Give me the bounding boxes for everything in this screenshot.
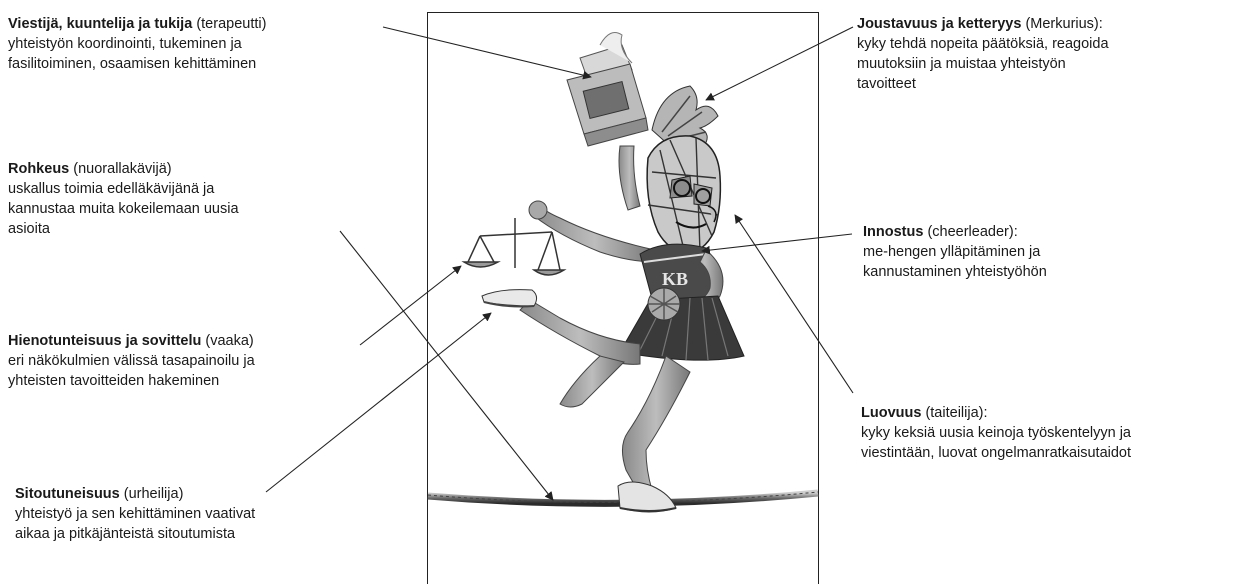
label-title: Hienotunteisuus ja sovittelu bbox=[8, 333, 202, 349]
label-role: (vaaka) bbox=[205, 333, 254, 349]
illustration-frame bbox=[427, 12, 819, 584]
label-line: yhteistyön koordinointi, tukeminen ja bbox=[8, 36, 242, 52]
label-line: me-hengen ylläpitäminen ja bbox=[863, 244, 1041, 260]
label-line: kannustaa muita kokeilemaan uusia bbox=[8, 201, 239, 217]
label-title: Sitoutuneisuus bbox=[15, 486, 120, 502]
connector-arrows bbox=[265, 26, 854, 501]
label-line: fasilitoiminen, osaamisen kehittäminen bbox=[8, 56, 257, 72]
bent-leg bbox=[559, 355, 625, 408]
label-line: kyky tehdä nopeita päätöksiä, reagoida bbox=[857, 36, 1109, 52]
label-role: (urheilija) bbox=[123, 486, 184, 502]
arrow-luovuus bbox=[734, 214, 854, 394]
label-line: yhteisten tavoitteiden hakeminen bbox=[8, 373, 220, 389]
sneaker-icon bbox=[617, 481, 677, 513]
label-line: yhteistyö ja sen kehittäminen vaativat bbox=[15, 506, 256, 522]
label-luovuus: Luovuus (taiteilija): kyky keksiä uusia … bbox=[861, 403, 1131, 463]
pompom-icon bbox=[647, 287, 681, 321]
label-line: kannustaminen yhteistyöhön bbox=[863, 264, 1047, 280]
label-viestija: Viestijä, kuuntelija ja tukija (terapeut… bbox=[8, 14, 266, 74]
arrow-hienotunteisuus bbox=[359, 265, 462, 346]
label-role: (taiteilija): bbox=[925, 405, 988, 421]
label-line: eri näkökulmien välissä tasapainoilu ja bbox=[8, 353, 255, 369]
label-line: uskallus toimia edelläkävijänä ja bbox=[8, 181, 215, 197]
running-shoe-icon bbox=[481, 289, 538, 308]
raised-arm bbox=[618, 145, 641, 211]
label-title: Innostus bbox=[863, 224, 924, 240]
label-innostus: Innostus (cheerleader): me-hengen ylläpi… bbox=[863, 222, 1047, 282]
label-line: asioita bbox=[8, 221, 50, 237]
arrow-rohkeus bbox=[339, 230, 554, 501]
mosaic-face bbox=[646, 135, 722, 255]
label-role: (nuorallakävijä) bbox=[73, 161, 172, 177]
label-hienotunteisuus: Hienotunteisuus ja sovittelu (vaaka) eri… bbox=[8, 331, 255, 391]
label-joustavuus: Joustavuus ja ketteryys (Merkurius): kyk… bbox=[857, 14, 1109, 94]
tissue-box-icon bbox=[566, 32, 649, 147]
label-line: aikaa ja pitkäjänteistä sitoutumista bbox=[15, 526, 236, 542]
arrow-sitoutuneisuus bbox=[265, 312, 492, 493]
balance-scale-icon bbox=[461, 218, 567, 276]
arrow-innostus bbox=[701, 233, 853, 255]
label-line: viestintään, luovat ongelmanratkaisutaid… bbox=[861, 445, 1132, 461]
cheerleader-torso: KB bbox=[619, 243, 745, 361]
label-rohkeus: Rohkeus (nuorallakävijä) uskallus toimia… bbox=[8, 159, 239, 239]
label-title: Joustavuus ja ketteryys bbox=[857, 16, 1022, 32]
arrow-joustavuus bbox=[705, 26, 854, 101]
label-role: (Merkurius): bbox=[1025, 16, 1103, 32]
label-role: (cheerleader): bbox=[927, 224, 1018, 240]
label-line: tavoitteet bbox=[857, 76, 916, 92]
label-title: Luovuus bbox=[861, 405, 922, 421]
label-role: (terapeutti) bbox=[196, 16, 267, 32]
raised-leg bbox=[519, 299, 641, 365]
arrow-viestija bbox=[382, 26, 592, 80]
standing-leg bbox=[622, 355, 691, 493]
label-sitoutuneisuus: Sitoutuneisuus (urheilija) yhteistyö ja … bbox=[15, 484, 255, 544]
label-title: Rohkeus bbox=[8, 161, 70, 177]
jersey-text: KB bbox=[662, 269, 688, 289]
label-line: kyky keksiä uusia keinoja työskentelyyn … bbox=[861, 425, 1131, 441]
label-line: muutoksiin ja muistaa yhteistyön bbox=[857, 56, 1066, 72]
label-title: Viestijä, kuuntelija ja tukija bbox=[8, 16, 193, 32]
fist bbox=[528, 200, 548, 220]
